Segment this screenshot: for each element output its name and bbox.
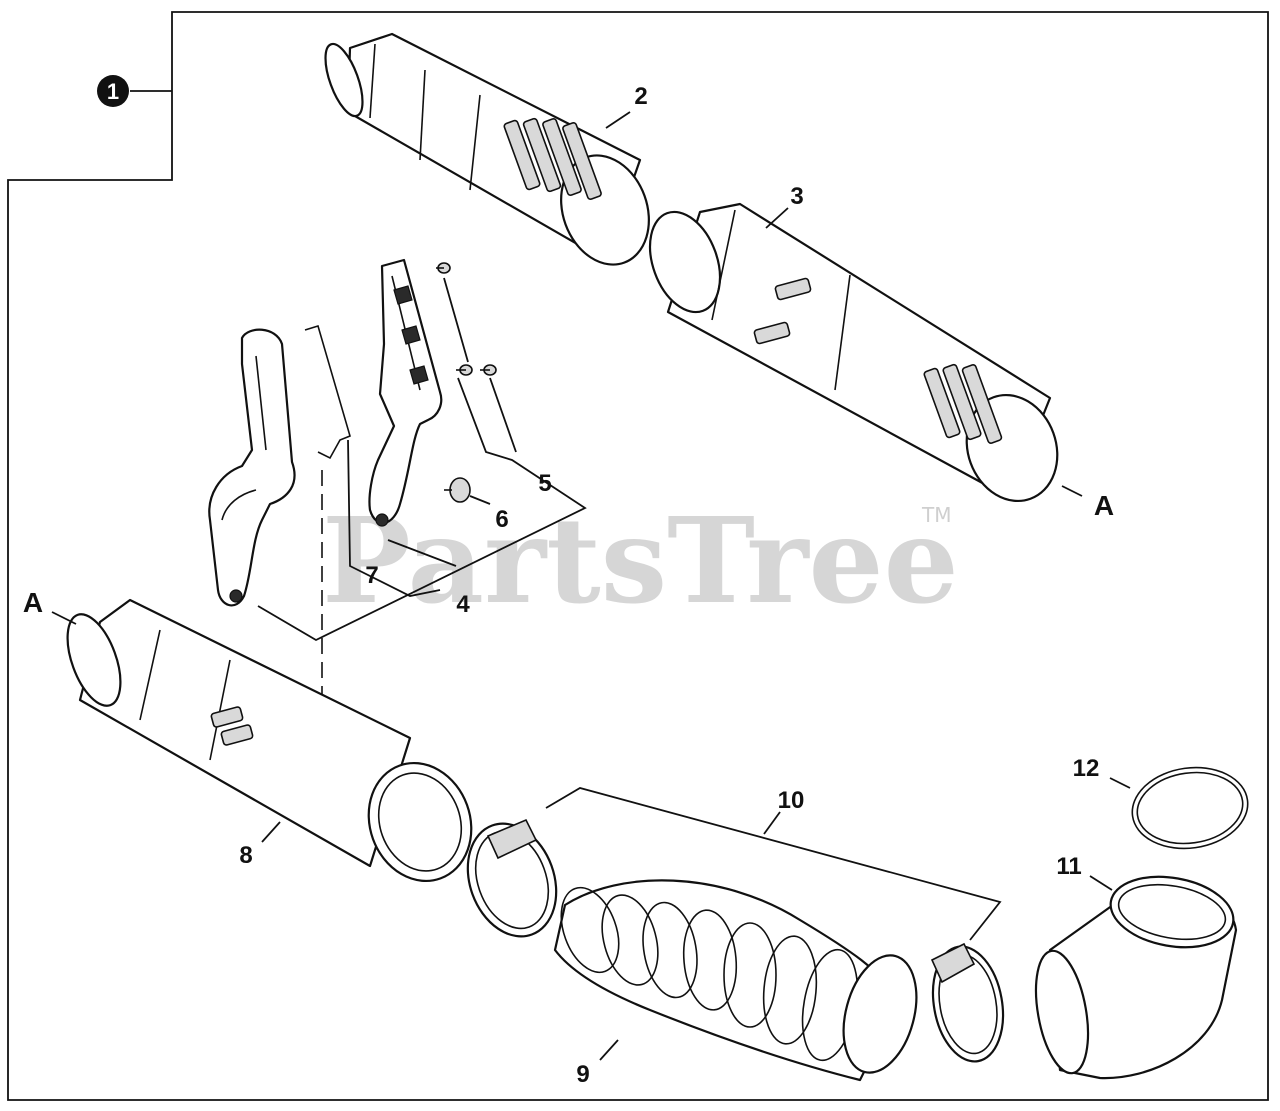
part-9-hose — [553, 879, 918, 1082]
part-5-bracket — [368, 258, 443, 527]
part-4-handle — [208, 328, 296, 607]
callout-8: 8 — [239, 842, 252, 869]
part-7-spring — [304, 324, 351, 460]
callout-2: 2 — [634, 83, 647, 110]
callout-9: 9 — [576, 1061, 589, 1088]
callout-12: 12 — [1073, 755, 1100, 782]
part-10-clamp-left — [466, 818, 558, 938]
callout-4: 4 — [456, 591, 470, 618]
callout-5: 5 — [538, 470, 551, 497]
reference-a-right: A — [1094, 490, 1114, 521]
callout-10: 10 — [778, 787, 805, 814]
assembly-badge: 1 — [97, 75, 172, 107]
part-6-knob — [444, 477, 471, 503]
part-12-oring — [1131, 766, 1249, 850]
assembly-badge-number: 1 — [107, 79, 119, 104]
part-2-tube — [324, 32, 650, 266]
callout-3: 3 — [790, 183, 803, 210]
reference-a-left: A — [23, 587, 43, 618]
diagram-frame — [7, 11, 1269, 1101]
watermark-tm: TM — [921, 503, 951, 527]
callout-7: 7 — [365, 562, 378, 589]
screw-middle — [456, 364, 473, 376]
part-10-clamp-right — [930, 942, 1005, 1063]
callout-6: 6 — [495, 506, 508, 533]
watermark: PartsTree — [322, 491, 959, 630]
part-11-elbow — [1034, 875, 1238, 1080]
callout-11: 11 — [1056, 853, 1081, 880]
part-8-tube — [66, 598, 473, 883]
screw-right — [480, 364, 497, 376]
screw-upper — [436, 262, 451, 274]
part-3-tube — [648, 202, 1059, 503]
